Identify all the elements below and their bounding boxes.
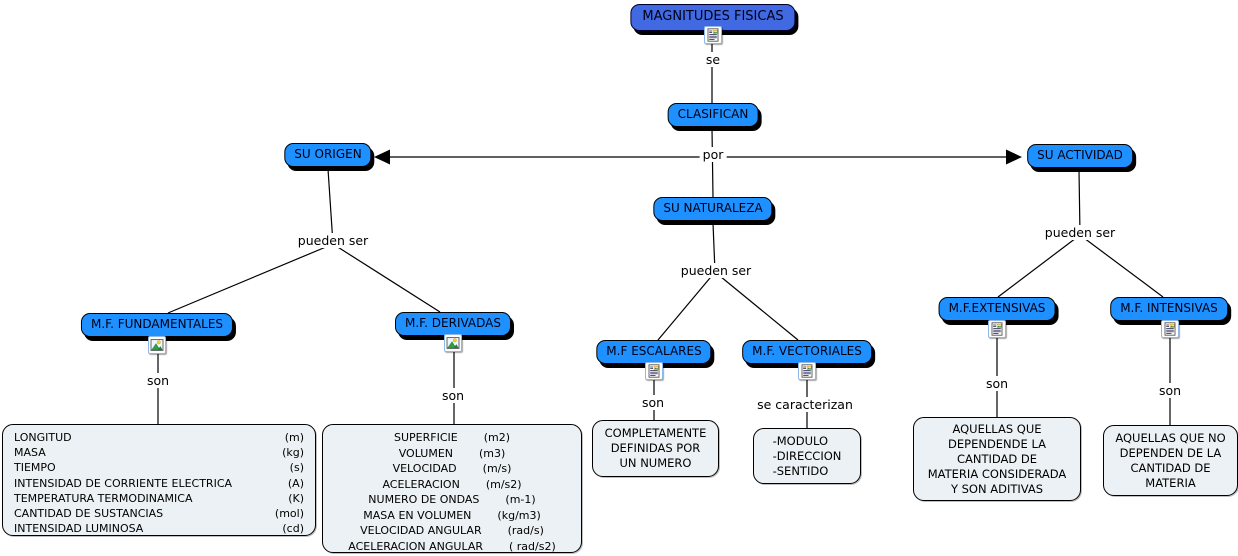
vectoriales-properties-text: -MODULO -DIRECCION -SENTIDO — [772, 433, 842, 478]
document-icon[interactable] — [1161, 320, 1179, 338]
node-su-naturaleza[interactable]: SU NATURALEZA — [653, 197, 773, 221]
list-item: VOLUMEN(m3) — [398, 446, 506, 460]
node-clasifican[interactable]: CLASIFICAN — [667, 103, 759, 127]
fundamentales-units-list[interactable]: LONGITUD(m) MASA(kg) TIEMPO(s) INTENSIDA… — [2, 424, 316, 536]
link-pueden-ser-actividad[interactable]: pueden ser — [1041, 225, 1119, 240]
list-item: NUMERO DE ONDAS(m-1) — [368, 493, 536, 506]
arrowhead-right-icon — [1006, 149, 1022, 165]
list-item: CANTIDAD DE SUSTANCIAS(mol) — [14, 507, 304, 521]
picture-icon[interactable] — [148, 336, 166, 354]
link-pueden-ser-naturaleza[interactable]: pueden ser — [677, 263, 755, 278]
list-item: VELOCIDAD(m/s) — [392, 462, 512, 475]
link-son-intensivas[interactable]: son — [1155, 383, 1185, 398]
node-mf-derivadas[interactable]: M.F. DERIVADAS — [395, 312, 511, 336]
list-item: INTENSIDAD LUMINOSA(cd) — [14, 522, 304, 536]
list-item: VELOCIDAD ANGULAR(rad/s) — [360, 524, 544, 537]
derivadas-units-list[interactable]: SUPERFICIE(m2) VOLUMEN(m3) VELOCIDAD(m/s… — [322, 424, 582, 553]
list-item: MASA EN VOLUMEN(kg/m3) — [363, 508, 541, 522]
link-son-escalares[interactable]: son — [638, 395, 668, 410]
document-icon[interactable] — [704, 26, 722, 44]
link-son-fundamentales[interactable]: son — [143, 373, 173, 388]
list-item: ACELERACION(m/s2) — [382, 477, 522, 491]
link-se[interactable]: se — [702, 52, 724, 67]
node-mf-intensivas[interactable]: M.F. INTENSIVAS — [1110, 297, 1228, 321]
document-icon[interactable] — [798, 362, 816, 380]
node-mf-escalares[interactable]: M.F ESCALARES — [596, 340, 712, 364]
list-item: MASA(kg) — [14, 446, 304, 460]
document-icon[interactable] — [988, 320, 1006, 338]
link-son-derivadas[interactable]: son — [438, 388, 468, 403]
document-icon[interactable] — [645, 362, 663, 380]
node-su-actividad[interactable]: SU ACTIVIDAD — [1027, 144, 1133, 168]
extensivas-description-box[interactable]: AQUELLAS QUE DEPENDENDE LA CANTIDAD DE M… — [913, 417, 1081, 501]
node-su-origen[interactable]: SU ORIGEN — [284, 143, 372, 167]
vectoriales-properties-box[interactable]: -MODULO -DIRECCION -SENTIDO — [753, 428, 861, 484]
node-mf-vectoriales[interactable]: M.F. VECTORIALES — [742, 340, 872, 364]
list-item: LONGITUD(m) — [14, 431, 304, 444]
node-mf-extensivas[interactable]: M.F.EXTENSIVAS — [938, 297, 1056, 321]
intensivas-description-box[interactable]: AQUELLAS QUE NO DEPENDEN DE LA CANTIDAD … — [1103, 425, 1238, 496]
node-mf-fundamentales[interactable]: M.F. FUNDAMENTALES — [80, 313, 234, 337]
list-item: ACELERACION ANGULAR( rad/s2) — [348, 539, 556, 553]
list-item: SUPERFICIE(m2) — [393, 431, 510, 444]
escalares-description-box[interactable]: COMPLETAMENTE DEFINIDAS POR UN NUMERO — [592, 420, 719, 477]
link-por[interactable]: por — [699, 147, 727, 162]
list-item: TIEMPO(s) — [14, 461, 304, 475]
list-item: TEMPERATURA TERMODINAMICA(K) — [14, 491, 304, 505]
link-pueden-ser-origen[interactable]: pueden ser — [294, 233, 372, 248]
link-son-extensivas[interactable]: son — [982, 376, 1012, 391]
list-item: INTENSIDAD DE CORRIENTE ELECTRICA(A) — [14, 476, 304, 490]
arrowhead-left-icon — [374, 149, 390, 165]
picture-icon[interactable] — [444, 334, 462, 352]
link-se-caracterizan[interactable]: se caracterizan — [754, 397, 856, 412]
